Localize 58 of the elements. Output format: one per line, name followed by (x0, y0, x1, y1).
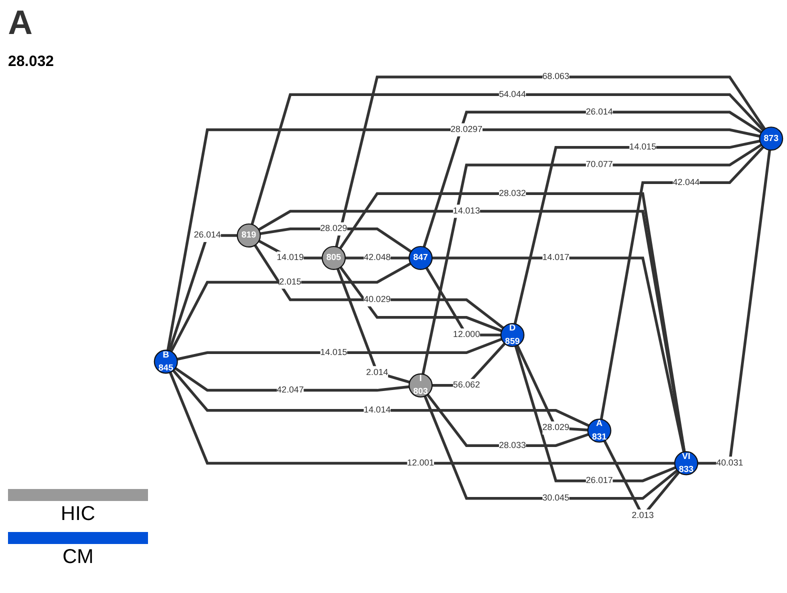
edge-label: 40.029 (364, 294, 391, 304)
edge-label: 12.000 (453, 330, 480, 340)
edge-label: 28.033 (498, 440, 526, 450)
edge-label: 42.048 (364, 253, 391, 262)
edge-label: 2.013 (632, 511, 654, 520)
edge-label: 70.077 (586, 160, 613, 170)
node-circle: 805 (322, 246, 346, 270)
connector (422, 110, 762, 248)
edge-label: 14.017 (542, 253, 570, 262)
node-circle: A 831 (587, 418, 612, 443)
legend-label: HIC (60, 503, 96, 525)
connector (514, 140, 760, 324)
connector (339, 266, 502, 332)
connector (698, 150, 772, 465)
panel-letter: A (8, 4, 34, 43)
edge-label: 14.015 (629, 142, 656, 152)
edge-label: 26.017 (586, 476, 613, 486)
edge-label: 68.063 (542, 72, 570, 82)
edge-label: 54.044 (498, 90, 526, 99)
connector (424, 396, 678, 500)
connector (336, 268, 410, 384)
node-circle: I 803 (408, 373, 433, 398)
node-circle: 819 (236, 223, 261, 248)
edge-label: 40.031 (716, 458, 744, 468)
edge-label: 42.047 (276, 385, 304, 395)
edge-label: 2.014 (366, 368, 388, 378)
edge-label: 14.013 (453, 206, 480, 216)
edge-label: 56.062 (453, 380, 480, 390)
connector (339, 192, 686, 452)
edge-label: 26.014 (586, 107, 613, 117)
connector (422, 144, 762, 374)
edge-label: 28.0297 (450, 124, 482, 134)
edge-label: 28.029 (542, 423, 570, 432)
edge-label: 42.044 (672, 178, 700, 188)
node-circle: 847 (408, 246, 433, 270)
node-circle: B 845 (154, 350, 178, 374)
edge-label: 28.029 (320, 224, 348, 234)
note: 28.032 (8, 53, 55, 70)
edge-label: 14.015 (320, 348, 348, 358)
connector (335, 76, 766, 248)
connector (174, 367, 410, 392)
edge-label: 12.001 (407, 458, 434, 468)
connector (172, 370, 590, 428)
node-circle: 873 (759, 126, 784, 151)
edge-label: 30.045 (542, 493, 570, 503)
node-circle: D 859 (500, 323, 524, 348)
connector (176, 338, 502, 361)
connector (426, 394, 589, 447)
edge-label: 2.015 (279, 277, 302, 287)
legend-label: CM (62, 546, 94, 568)
edge-label: 14.019 (276, 253, 304, 262)
node-circle: VI 833 (674, 451, 698, 476)
edge-label: 28.032 (498, 188, 526, 198)
edge-label: 14.014 (364, 405, 391, 415)
connector (600, 146, 764, 420)
connector (250, 93, 764, 225)
edge-label: 26.014 (194, 230, 221, 240)
connector (170, 262, 412, 352)
